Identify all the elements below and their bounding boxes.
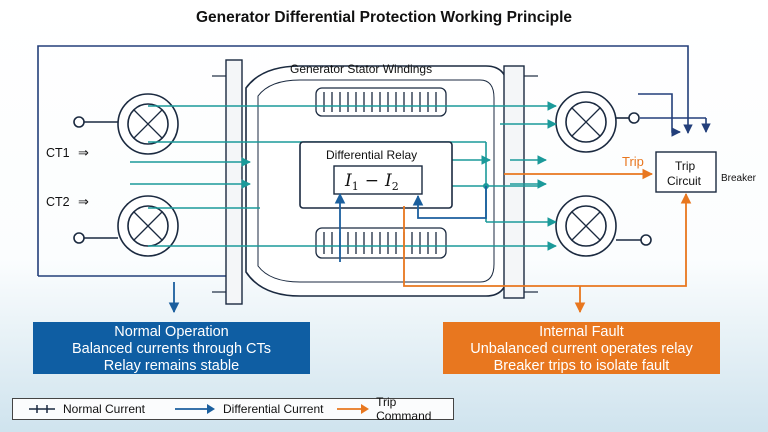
relay-label: Differential Relay (326, 148, 417, 162)
trip-label: Trip (622, 154, 644, 169)
trip-circuit-box (655, 151, 717, 193)
legend-differential: Differential Current (173, 399, 324, 419)
differential-current-lines (168, 186, 487, 314)
right-flange (503, 65, 525, 299)
ct1-right (555, 91, 617, 153)
ct2-left (117, 195, 179, 257)
bottom-stator-winding (315, 227, 447, 259)
right-terminals (616, 112, 652, 246)
trip-command-icon (337, 404, 369, 414)
top-stator-winding (315, 87, 447, 117)
fault-title: Internal Fault (539, 324, 624, 340)
ct1-label: CT1 (46, 146, 70, 160)
trip-command-lines (403, 168, 692, 314)
formula-box (333, 165, 423, 195)
legend-trip: Trip Command (335, 395, 453, 423)
right-feed-line (638, 93, 681, 137)
ct2-arrow-icon: ⇒ (78, 194, 89, 209)
trip-circuit-label-2: Circuit (667, 174, 702, 188)
formula-text: I1−I2 (344, 171, 399, 193)
ct1-left (117, 93, 179, 155)
legend: Normal Current Differential Current Trip… (12, 395, 454, 423)
normal-current-lines (130, 101, 557, 251)
normal-current-icon (29, 405, 55, 413)
ct1-arrow-icon: ⇒ (78, 145, 89, 160)
left-flange (225, 59, 243, 305)
internal-fault-box: Internal Fault Unbalanced current operat… (443, 322, 720, 374)
ct2-right (555, 195, 617, 257)
left-terminals (73, 116, 118, 244)
ct2-label: CT2 (46, 195, 70, 209)
legend-normal-label: Normal Current (63, 402, 146, 416)
normal-title: Normal Operation (114, 324, 229, 340)
normal-line-2: Balanced currents through CTs (71, 341, 272, 357)
fault-line-2: Unbalanced current operates relay (470, 341, 693, 357)
legend-trip-label: Trip Command (376, 395, 432, 423)
trip-circuit-label-1: Trip (675, 159, 696, 173)
normal-line-3: Relay remains stable (103, 358, 240, 374)
legend-differential-label: Differential Current (223, 402, 324, 416)
legend-normal: Normal Current (27, 399, 145, 419)
breaker-label: Breaker (721, 173, 757, 184)
outer-circuit-line (37, 45, 693, 276)
stator-label: Generator Stator Windings (290, 62, 432, 76)
fault-line-3: Breaker trips to isolate fault (493, 358, 670, 374)
normal-operation-box: Normal Operation Balanced currents throu… (33, 322, 310, 374)
diagram-title: Generator Differential Protection Workin… (195, 9, 573, 26)
differential-current-icon (175, 404, 215, 414)
